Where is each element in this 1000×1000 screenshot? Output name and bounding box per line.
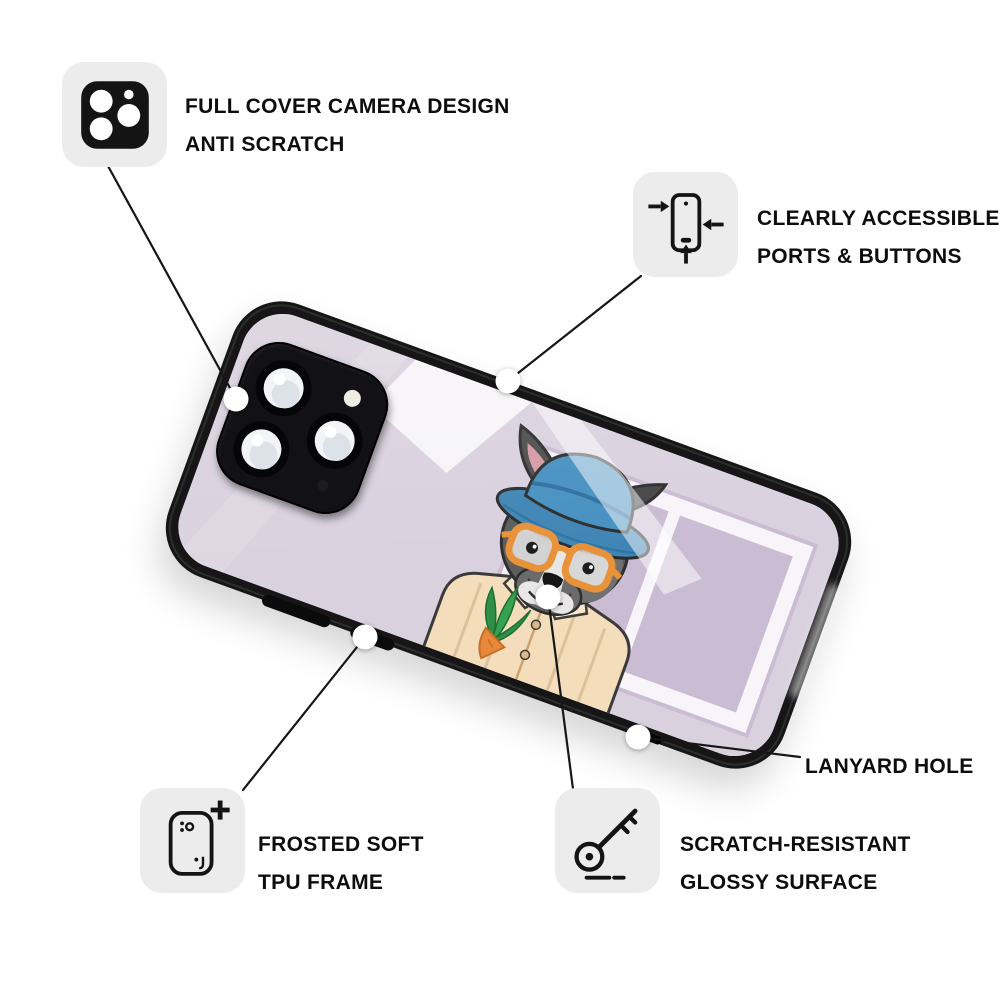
tpu-feature-line2: TPU FRAME — [258, 871, 384, 894]
camera-feature-label: FULL COVER CAMERA DESIGN ANTI SCRATCH — [185, 88, 510, 164]
camera-module — [206, 331, 399, 525]
ports-feature-icon-box — [633, 172, 738, 277]
tpu-feature-label: FROSTED SOFT TPU FRAME — [258, 826, 424, 902]
tpu-feature-icon-box — [140, 788, 245, 893]
lidar-sensor — [317, 479, 329, 491]
camera-lens — [233, 421, 290, 478]
callout-line-tpu — [241, 635, 367, 792]
camera-feature-icon-box — [62, 62, 167, 167]
camera-lens — [306, 412, 363, 469]
callout-line-ports — [506, 274, 643, 383]
camera-feature-line1: FULL COVER CAMERA DESIGN — [185, 95, 510, 118]
ports-feature-label: CLEARLY ACCESSIBLE PORTS & BUTTONS — [757, 200, 1000, 276]
camera-cutout-icon — [80, 80, 149, 149]
ports-feature-line1: CLEARLY ACCESSIBLE — [757, 207, 1000, 230]
callout-line-camera — [106, 164, 238, 401]
lanyard-feature-label: LANYARD HOLE — [805, 755, 974, 778]
glossy-feature-label: SCRATCH-RESISTANT GLOSSY SURFACE — [680, 826, 911, 902]
key-icon — [573, 808, 638, 880]
camera-lenses — [233, 360, 363, 491]
glossy-feature-line2: GLOSSY SURFACE — [680, 871, 878, 894]
glossy-feature-icon-box — [555, 788, 660, 893]
tpu-frame-icon — [168, 800, 230, 876]
phone-case — [151, 286, 866, 784]
glossy-feature-line1: SCRATCH-RESISTANT — [680, 833, 911, 856]
phone-ports-icon — [647, 192, 724, 264]
camera-feature-line2: ANTI SCRATCH — [185, 133, 345, 156]
camera-flash — [343, 389, 361, 407]
lanyard-hole — [635, 729, 663, 746]
ports-feature-line2: PORTS & BUTTONS — [757, 245, 962, 268]
camera-lens — [255, 360, 312, 417]
tpu-feature-line1: FROSTED SOFT — [258, 833, 424, 856]
